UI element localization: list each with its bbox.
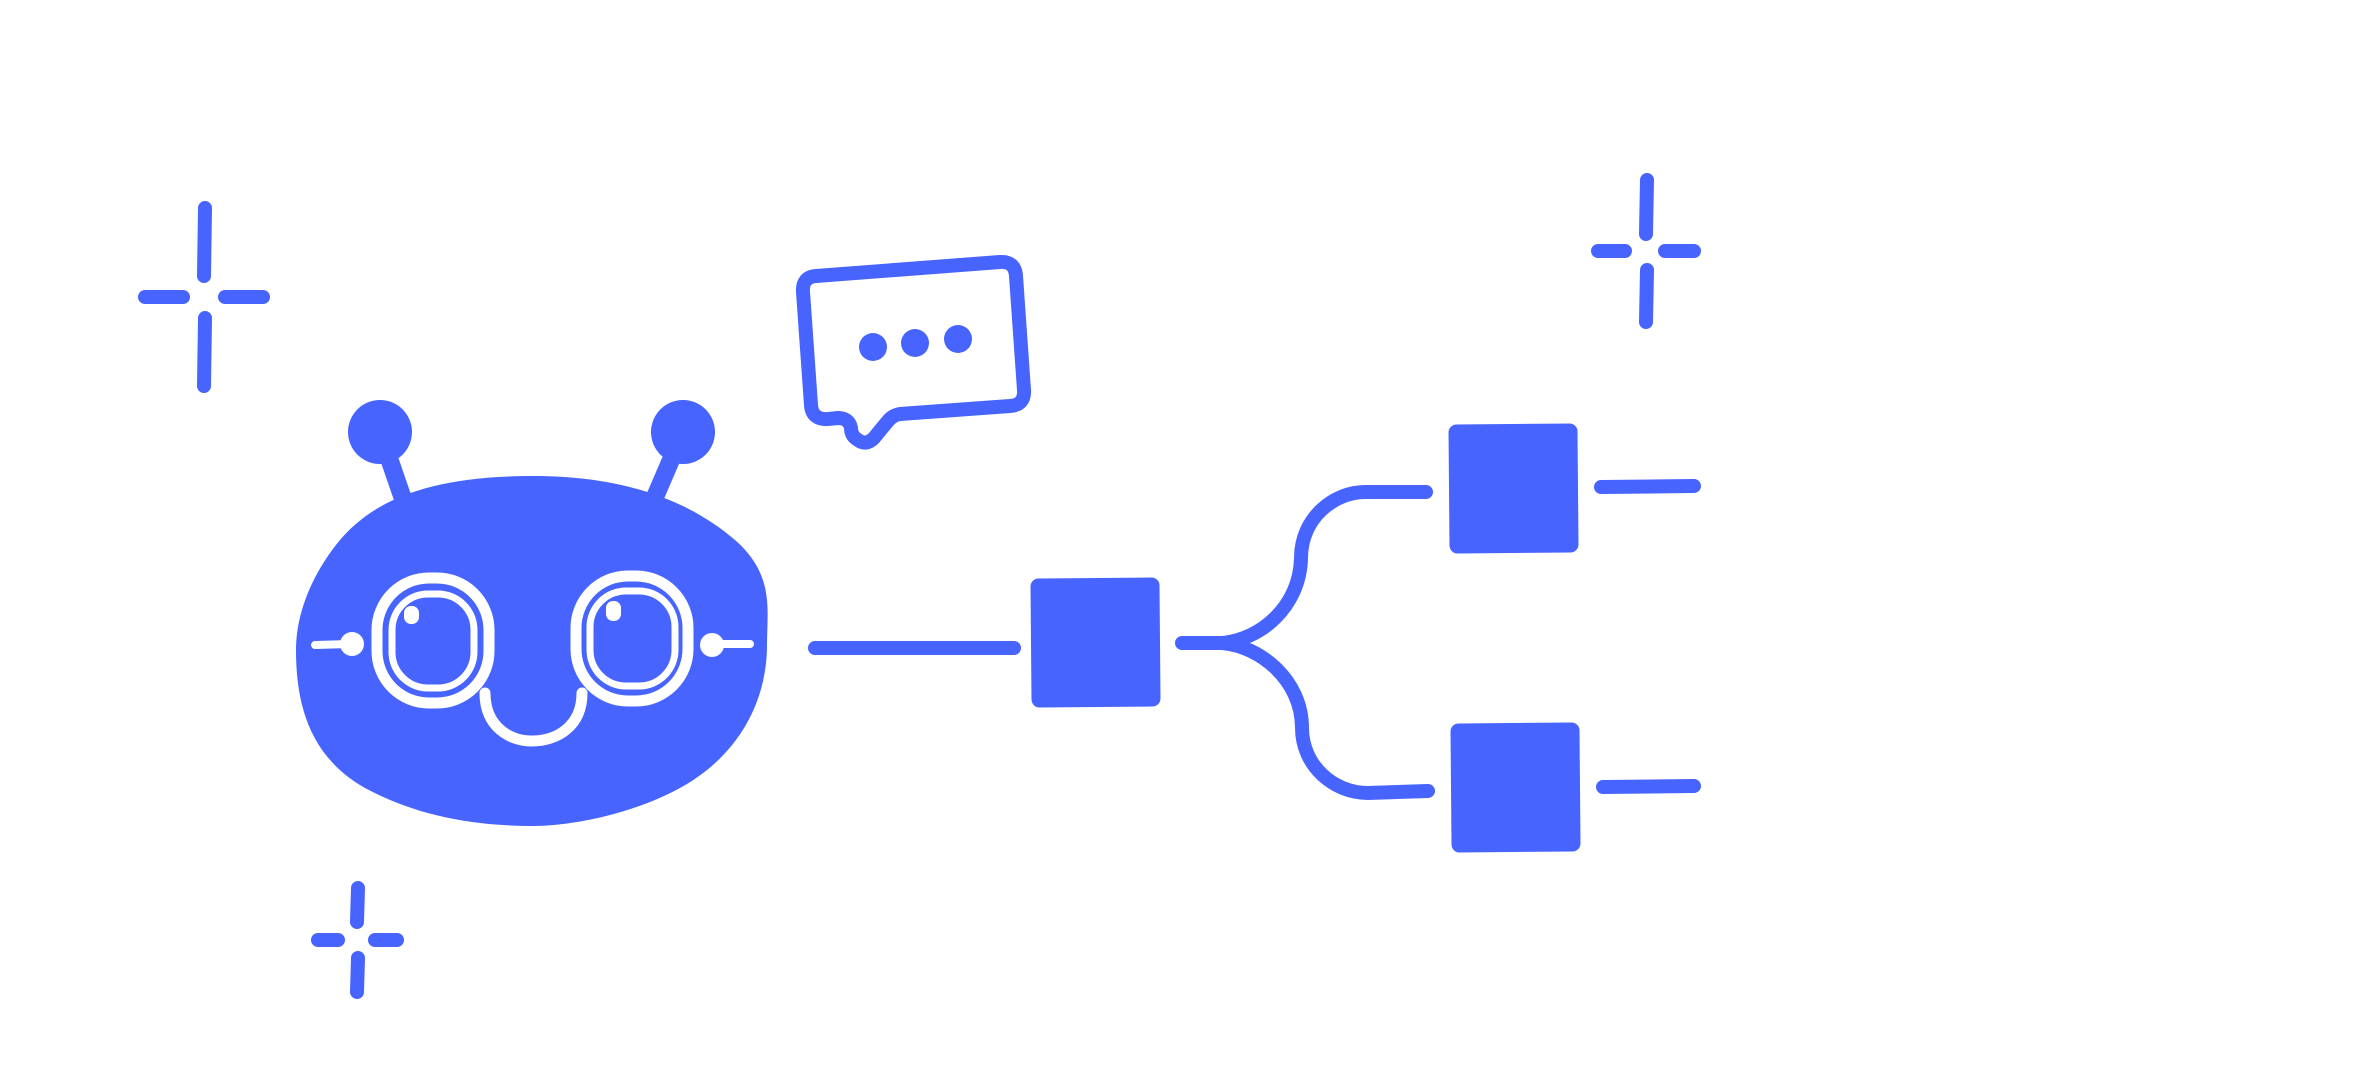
sparkle-icon [311,881,404,999]
robot-mouth [479,687,588,747]
flow-node-lower [1450,722,1581,853]
robot-ear-right [700,633,754,657]
upper-output-connector [1594,479,1701,494]
robot-eye-right [570,570,694,707]
decision-tree-diagram [808,423,1701,853]
robot-head [296,476,768,826]
flow-node-upper [1448,423,1579,554]
antenna-right [646,400,715,506]
robot-ear-left [311,632,364,656]
robot-eye-left [371,572,495,709]
branch-lower [1215,636,1435,801]
typing-dots [859,325,972,361]
sparkle-icon [1591,173,1701,329]
flow-node-root [1030,577,1161,708]
speech-bubble-outline [795,254,1032,450]
branch-upper [1215,485,1433,650]
speech-bubble-typing-icon [795,254,1032,450]
antenna-left [348,400,412,505]
lower-output-connector [1596,779,1701,794]
sparkle-icon [138,201,270,393]
robot-face-icon [296,400,768,826]
